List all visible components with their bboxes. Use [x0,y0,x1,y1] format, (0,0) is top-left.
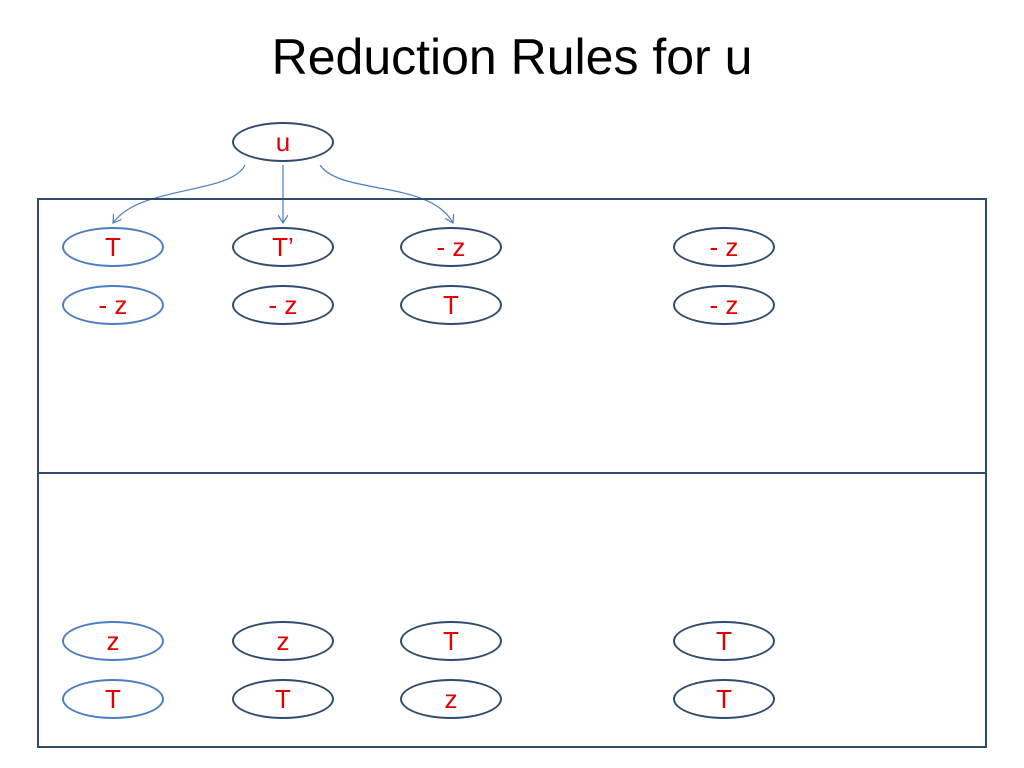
bottom-col2-node1: z [232,621,334,661]
top-col2-node1: T’ [232,227,334,267]
top-col3-node2: T [400,285,502,325]
bottom-col3-node1: T [400,621,502,661]
arrow-to-col3 [319,164,453,223]
top-col1-node2: - z [62,285,164,325]
top-col1-node1: T [62,227,164,267]
top-col4-node1: - z [673,227,775,267]
arrow-to-col1 [113,164,246,223]
top-col4-node2: - z [673,285,775,325]
bottom-col3-node2: z [400,679,502,719]
top-col3-node1: - z [400,227,502,267]
bottom-col1-node2: T [62,679,164,719]
top-col2-node2: - z [232,285,334,325]
bottom-col4-node2: T [673,679,775,719]
top-rule-panel [37,198,987,474]
bottom-col2-node2: T [232,679,334,719]
slide-title: Reduction Rules for u [271,29,753,85]
bottom-col1-node1: z [62,621,164,661]
root-node-u: u [232,122,334,162]
bottom-col4-node1: T [673,621,775,661]
bottom-rule-panel [37,472,987,748]
